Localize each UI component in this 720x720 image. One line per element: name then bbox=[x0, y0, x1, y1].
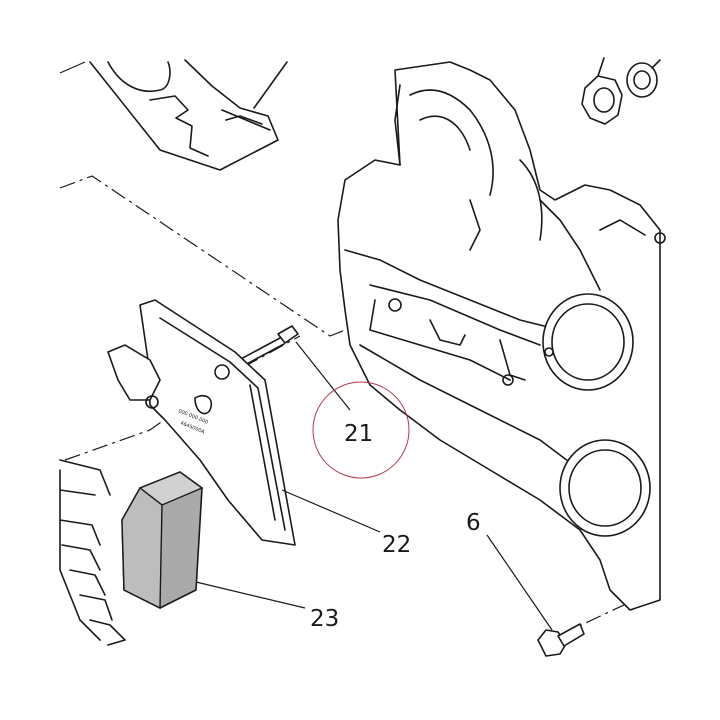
highlight-circle bbox=[312, 381, 410, 479]
callout-23: 23 bbox=[310, 606, 339, 632]
callout-22: 22 bbox=[382, 532, 411, 558]
plate-22: 000 000 000 4645000A bbox=[107, 299, 296, 546]
leader-lines bbox=[195, 341, 553, 631]
caliper-body bbox=[337, 61, 666, 611]
upper-bracket-part bbox=[59, 59, 288, 171]
brake-pad-23 bbox=[121, 471, 204, 610]
callout-21: 21 bbox=[344, 421, 373, 447]
heatsink-fins bbox=[59, 459, 126, 646]
callout-6: 6 bbox=[466, 510, 481, 536]
bolt-6 bbox=[537, 623, 585, 657]
nut-and-washer bbox=[581, 57, 661, 125]
